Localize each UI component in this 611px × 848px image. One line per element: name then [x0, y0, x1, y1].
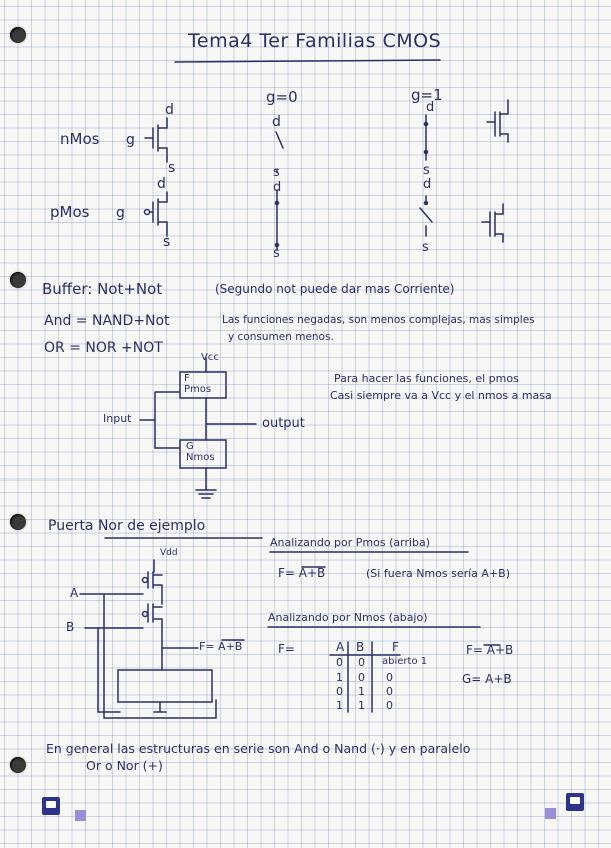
- summary-line-1: En general las estructuras en serie son …: [46, 741, 471, 756]
- inverter-note-1: Para hacer las funciones, el pmos: [334, 372, 519, 385]
- corner-square-icon: [75, 810, 86, 821]
- negated-note: Las funciones negadas, son menos complej…: [222, 314, 535, 326]
- notebook-logo-icon: [42, 797, 60, 815]
- nmos-symbol: [144, 117, 168, 163]
- truth-table-grid: [329, 641, 401, 713]
- input-a-label: A: [70, 586, 79, 600]
- buffer-rule: Buffer: Not+Not: [42, 280, 163, 298]
- fold-line: [0, 480, 611, 481]
- nor-circuit: [79, 537, 263, 719]
- g0-s-label: s: [273, 165, 280, 180]
- g0-s2-label: s: [273, 246, 280, 261]
- switch-g1: [419, 114, 433, 237]
- pmos-drain-label: d: [157, 176, 166, 192]
- nmos-label: nMos: [60, 130, 100, 148]
- f-note: (Si fuera Nmos sería A+B): [366, 567, 510, 580]
- g1-d2-label: d: [423, 177, 432, 192]
- cell-f: 0: [386, 685, 393, 698]
- table-row: 0: [386, 671, 393, 684]
- notebook-logo-icon: [566, 793, 584, 811]
- cell-b: 0: [358, 671, 365, 684]
- cell-f: 0: [386, 699, 393, 712]
- nmos-mini-symbol: [486, 99, 509, 143]
- g1-s-label: s: [423, 163, 430, 178]
- nmos-drain-label: d: [165, 102, 174, 118]
- buffer-note: (Segundo not puede dar mas Corriente): [215, 282, 455, 296]
- inverter-note-2: Casi siempre va a Vcc y el nmos a masa: [330, 389, 552, 402]
- vdd-label: Vdd: [160, 548, 178, 558]
- pmos-symbol: [143, 191, 168, 237]
- table-header-f: F: [392, 640, 399, 654]
- g0-d-label: d: [272, 114, 281, 130]
- pmos-source-label: s: [163, 234, 171, 250]
- punch-hole-icon: [10, 27, 26, 43]
- analysis-nmos: Analizando por Nmos (abajo): [268, 611, 428, 624]
- cell-a: 0: [336, 685, 343, 698]
- cell-a: 1: [336, 699, 343, 712]
- punch-hole-icon: [10, 757, 26, 773]
- nor-output-label: F= A+B: [199, 640, 243, 653]
- cell-b: 0: [358, 656, 365, 669]
- punch-hole-icon: [10, 272, 26, 288]
- g1-d-label: d: [426, 100, 435, 115]
- cell-a: 1: [336, 671, 343, 684]
- pmos-mini-symbol: [481, 203, 504, 243]
- cell-f: 0: [386, 671, 393, 684]
- table-row: 0: [336, 685, 343, 698]
- corner-square-icon: [545, 808, 556, 819]
- table-row: 1: [336, 671, 343, 684]
- nmos-block-label: G Nmos: [186, 441, 215, 463]
- and-rule: And = NAND+Not: [44, 313, 170, 329]
- title-underline: [174, 59, 441, 63]
- pmos-block-label: F Pmos: [184, 373, 212, 395]
- analysis-pmos: Analizando por Pmos (arriba): [270, 536, 431, 549]
- table-row: 1: [358, 699, 365, 712]
- punch-hole-icon: [10, 514, 26, 530]
- table-row: 0: [386, 685, 393, 698]
- f-expression: F= A+B: [278, 566, 326, 580]
- pmos-gate-label: g: [116, 205, 125, 221]
- negated-note-2: y consumen menos.: [228, 331, 334, 343]
- inverter-circuit: [139, 357, 257, 499]
- table-row: 1: [336, 699, 343, 712]
- input-b-label: B: [66, 620, 75, 634]
- table-header-b: B: [356, 640, 365, 654]
- example-title: Puerta Nor de ejemplo: [48, 518, 206, 534]
- cell-f: abierto 1: [382, 656, 428, 667]
- or-rule: OR = NOR +NOT: [44, 340, 163, 356]
- nmos-gate-label: g: [126, 132, 135, 148]
- side-f-expression: F= A+B: [466, 643, 514, 657]
- cell-b: 1: [358, 699, 365, 712]
- page-title: Tema4 Ter Familias CMOS: [188, 30, 442, 52]
- nmos-source-label: s: [168, 160, 176, 176]
- pmos-label: pMos: [50, 203, 90, 221]
- cell-a: 0: [336, 656, 343, 669]
- f-label: F=: [278, 642, 295, 656]
- output-label: output: [262, 416, 305, 431]
- input-label: Input: [103, 412, 132, 425]
- table-row: 0: [358, 656, 365, 669]
- table-header-a: A: [336, 640, 345, 654]
- g0-label: g=0: [266, 88, 298, 106]
- table-row: 1: [358, 685, 365, 698]
- switch-g0: [274, 131, 284, 251]
- table-row: 0: [386, 699, 393, 712]
- g1-label: g=1: [411, 86, 443, 104]
- summary-line-2: Or o Nor (+): [86, 758, 163, 773]
- vcc-label: Vcc: [201, 352, 219, 363]
- cell-b: 1: [358, 685, 365, 698]
- table-row: 0: [336, 656, 343, 669]
- g1-s2-label: s: [422, 240, 429, 255]
- table-row: 0: [358, 671, 365, 684]
- g0-d2-label: d: [273, 180, 282, 195]
- table-row: abierto 1: [382, 656, 427, 667]
- side-g-expression: G= A+B: [462, 672, 512, 686]
